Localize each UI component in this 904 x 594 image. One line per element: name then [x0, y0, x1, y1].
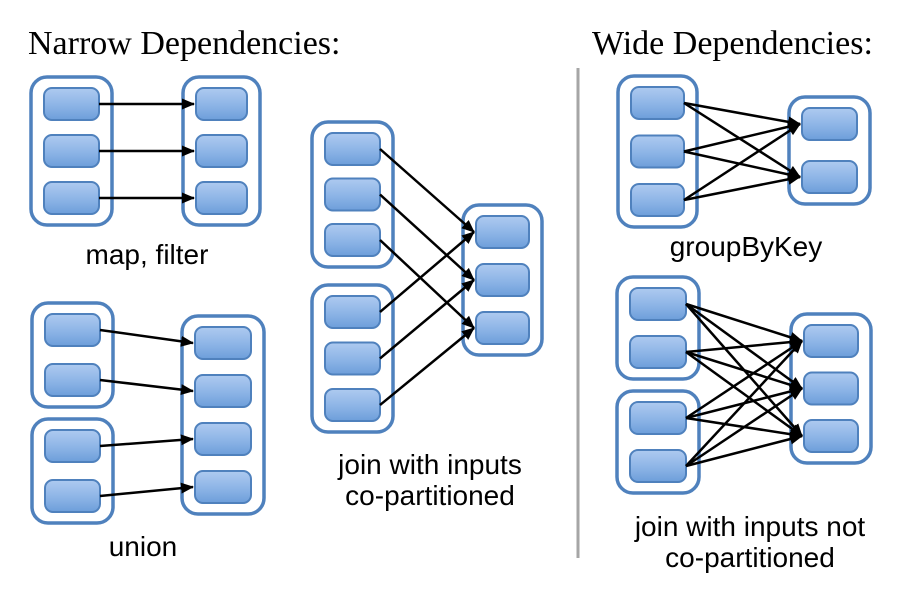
- group-by-key-dependency-arrow-0: [683, 101, 801, 128]
- map-filter-input-partition-1: [43, 134, 100, 168]
- union-label: union: [109, 531, 178, 562]
- join-not-co-partitioned-dependency-arrow-3: [685, 336, 803, 354]
- union-input1-partition-0: [44, 313, 101, 347]
- union-dependency-arrow-0: [99, 328, 194, 347]
- union-output-partition-0: [194, 326, 252, 360]
- join-co-partitioned-dependency-arrow-5: [379, 327, 475, 406]
- union-output-partition-3: [194, 470, 252, 504]
- union-input2-partition-0: [44, 429, 101, 463]
- join-co-partitioned-output-partition-0: [475, 215, 530, 249]
- group-by-key-dependency-arrow-1: [683, 101, 801, 179]
- group-by-key-dependency-arrow-5: [683, 173, 801, 202]
- join-co-partitioned-input2-partition-0: [324, 295, 381, 329]
- group-by-key-input-partition-1: [630, 134, 685, 169]
- join-not-co-partitioned-dependency-arrow-0: [685, 302, 803, 343]
- join-not-co-partitioned-output-partition-1: [803, 371, 859, 406]
- join-co-partitioned-input1-partition-0: [324, 132, 381, 166]
- narrow-dependencies-title: Narrow Dependencies:: [28, 25, 340, 62]
- diagram-arrows-layer: [99, 98, 803, 498]
- map-filter-output-partition-2: [195, 181, 248, 215]
- groupbykey-label: groupByKey: [670, 231, 823, 262]
- join-not-co-partitioned-label-line1: join with inputs not: [634, 511, 866, 542]
- join-not-co-partitioned-dependency-arrow-10: [685, 387, 803, 468]
- union-dependency-arrow-3: [99, 482, 194, 498]
- join-co-partitioned-label-line2: co-partitioned: [345, 480, 515, 511]
- join-co-partitioned-output-partition-1: [475, 263, 530, 297]
- join-not-co-partitioned-input1-partition-0: [629, 287, 687, 321]
- join-not-co-partitioned-dependency-arrow-11: [685, 433, 803, 468]
- join-co-partitioned-dependency-arrow-3: [379, 231, 475, 313]
- union-input1-partition-1: [44, 363, 101, 397]
- group-by-key-output-partition-0: [801, 107, 858, 141]
- union-input2-partition-1: [44, 479, 101, 513]
- union-output-partition-2: [194, 422, 252, 456]
- join-not-co-partitioned-dependency-arrow-6: [685, 339, 803, 420]
- join-co-partitioned-label-line1: join with inputs: [337, 449, 522, 480]
- join-not-co-partitioned-dependency-arrow-5: [685, 350, 803, 438]
- join-not-co-partitioned-input2-partition-0: [629, 401, 687, 435]
- join-not-co-partitioned-output-partition-0: [803, 324, 859, 358]
- join-co-partitioned-dependency-arrow-4: [379, 279, 475, 360]
- join-co-partitioned-dependency-arrow-0: [379, 148, 475, 233]
- union-dependency-arrow-1: [99, 378, 194, 396]
- join-co-partitioned-input1-partition-1: [324, 177, 381, 212]
- join-not-co-partitioned-dependency-arrow-4: [685, 350, 803, 391]
- group-by-key-dependency-arrow-2: [683, 121, 801, 153]
- union-output-rdd-container: [180, 314, 266, 516]
- map-filter-output-partition-1: [195, 134, 248, 168]
- group-by-key-output-partition-1: [801, 160, 858, 194]
- join-not-co-partitioned-output-partition-2: [803, 419, 859, 453]
- join-not-co-partitioned-label-line2: co-partitioned: [665, 542, 835, 573]
- union-output-partition-1: [194, 374, 252, 408]
- map-filter-label: map, filter: [86, 239, 209, 270]
- join-not-co-partitioned-input2-partition-1: [629, 449, 687, 483]
- map-filter-input-partition-2: [43, 181, 100, 215]
- union-dependency-arrow-2: [99, 434, 194, 448]
- wide-dependencies-title: Wide Dependencies:: [592, 25, 873, 62]
- group-by-key-input-partition-2: [630, 183, 685, 217]
- join-not-co-partitioned-input1-partition-1: [629, 335, 687, 369]
- diagram-shapes-layer: [29, 74, 873, 525]
- group-by-key-input-partition-0: [630, 86, 685, 120]
- join-co-partitioned-input2-partition-2: [324, 388, 381, 422]
- join-co-partitioned-input2-partition-1: [324, 341, 381, 376]
- join-co-partitioned-input1-partition-2: [324, 223, 381, 257]
- group-by-key-dependency-arrow-3: [683, 150, 801, 180]
- join-co-partitioned-dependency-arrow-2: [379, 239, 475, 329]
- map-filter-output-partition-0: [195, 87, 248, 121]
- map-filter-input-partition-0: [43, 87, 100, 121]
- join-not-co-partitioned-dependency-arrow-9: [685, 340, 803, 467]
- group-by-key-dependency-arrow-4: [683, 122, 801, 202]
- join-co-partitioned-output-partition-2: [475, 311, 530, 345]
- join-co-partitioned-dependency-arrow-1: [379, 193, 475, 281]
